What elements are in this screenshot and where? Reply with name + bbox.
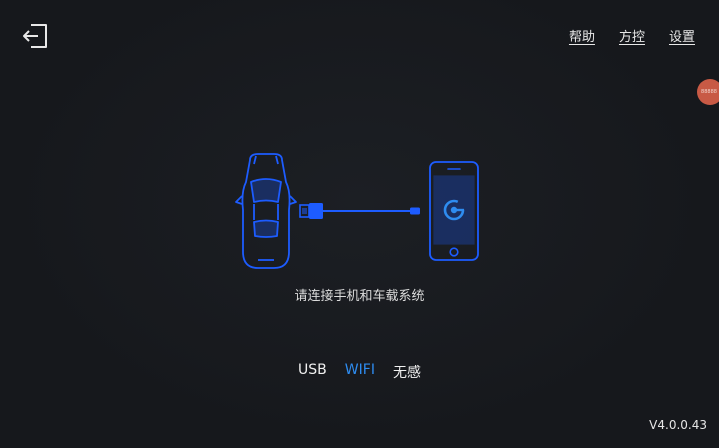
help-link[interactable]: 帮助 xyxy=(568,30,595,45)
floating-ball[interactable]: 88888 xyxy=(697,79,719,105)
connect-hint: 请连接手机和车载系统 xyxy=(294,289,425,304)
tab-wireless-auto[interactable]: 无感 xyxy=(392,365,421,381)
connection-illustration xyxy=(228,152,488,272)
car-icon xyxy=(235,153,297,269)
top-menu: 帮助 方控 设置 xyxy=(569,26,695,45)
floating-ball-label: 88888 xyxy=(701,89,717,95)
phone-icon xyxy=(429,161,479,261)
exit-button[interactable] xyxy=(20,22,50,50)
connection-mode-tabs: USB WIFI 无感 xyxy=(0,362,719,382)
settings-link[interactable]: 设置 xyxy=(668,30,695,45)
exit-icon xyxy=(23,24,47,48)
tab-wifi[interactable]: WIFI xyxy=(344,362,375,378)
usb-cable-icon xyxy=(299,203,420,219)
version-label: V4.0.0.43 xyxy=(649,418,707,432)
steering-control-link[interactable]: 方控 xyxy=(618,30,645,45)
tab-usb[interactable]: USB xyxy=(298,362,327,378)
